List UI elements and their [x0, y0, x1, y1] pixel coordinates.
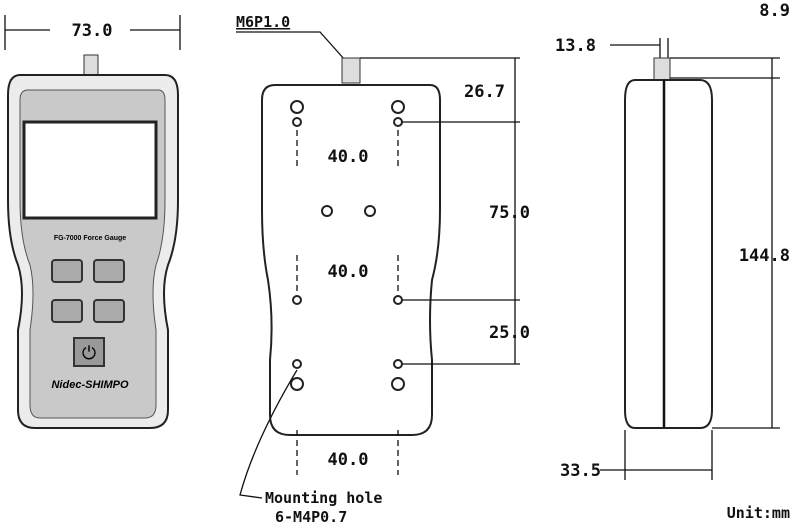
total-height-dim: 144.8: [739, 246, 790, 266]
thread-label: M6P1.0: [236, 13, 290, 31]
brand-logo: Nidec-SHIMPO: [51, 379, 128, 391]
hole-spacing-bottom: 40.0: [328, 450, 369, 470]
vertical-spacing-dim: 75.0: [489, 203, 530, 223]
mounting-hole-label: Mounting hole: [265, 489, 382, 507]
unit-label: Unit:mm: [727, 504, 790, 522]
display-screen: [22, 120, 158, 220]
top-offset-dim: 26.7: [464, 82, 505, 102]
shaft-height-dim: 13.8: [555, 36, 596, 56]
depth-dim: 33.5: [560, 461, 601, 481]
bottom-offset-dim: 25.0: [489, 323, 530, 343]
hole-spacing-mid: 40.0: [328, 262, 369, 282]
key-buttons: [51, 259, 125, 323]
back-view: M6P1.0 40.0 40.0 40.0 26.7 75.0 25.0 Mou…: [236, 13, 530, 526]
power-icon: ⏻: [82, 343, 96, 364]
width-dimension: 73.0: [72, 21, 113, 41]
side-view: 8.9 13.8 144.8 33.5 Unit:mm: [555, 1, 790, 522]
shaft-offset-dim: 8.9: [759, 1, 790, 21]
front-view: 73.0 FG-7000 Force Gauge ⏻ Nidec-SHIMPO: [4, 15, 181, 429]
model-label: FG-7000 Force Gauge: [54, 235, 126, 242]
mounting-hole-spec: 6-M4P0.7: [275, 508, 347, 526]
power-button: [73, 337, 105, 367]
hole-spacing-top: 40.0: [328, 147, 369, 167]
